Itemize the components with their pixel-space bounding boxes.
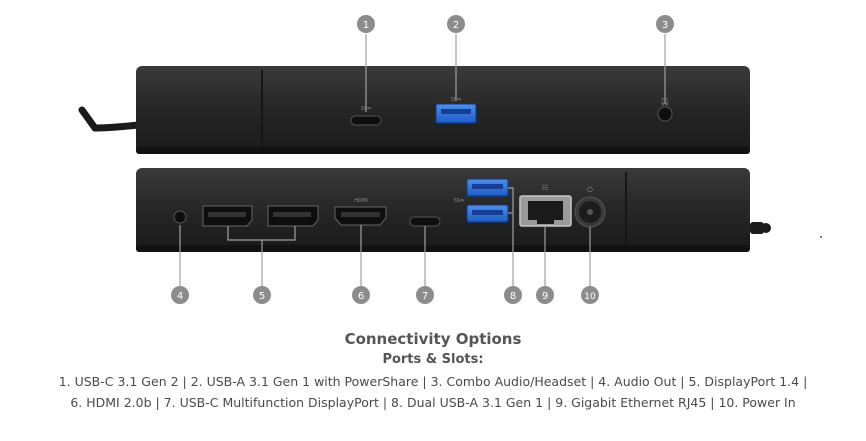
- callout-5: 5: [253, 286, 271, 304]
- network-icon: ☷: [542, 184, 548, 192]
- power-cable: [91, 121, 142, 132]
- svg-text:7: 7: [422, 291, 428, 302]
- svg-text:10: 10: [584, 292, 596, 302]
- svg-text:5: 5: [259, 291, 265, 302]
- caption-subtitle: Ports & Slots:: [382, 352, 484, 367]
- dock-back-view: HDMI SS⇋ ☷ ⏻: [136, 168, 771, 252]
- svg-text:4: 4: [177, 291, 183, 302]
- caption-title: Connectivity Options: [344, 330, 522, 348]
- usb-c-multifunction-port: [409, 216, 441, 227]
- svg-text:8: 8: [510, 291, 516, 302]
- svg-text:2: 2: [453, 20, 459, 31]
- callout-lines: [179, 34, 666, 286]
- usb-c-port: [350, 115, 382, 126]
- callout-8: 8: [504, 286, 522, 304]
- caption-ports-line-2: 6. HDMI 2.0b | 7. USB-C Multifunction Di…: [70, 395, 796, 410]
- power-icon: ⏻: [587, 186, 593, 194]
- stray-dot: [820, 236, 822, 238]
- dock-illustration: SS⇋ SS⇋ 🎧 HDMI SS⇋: [78, 15, 822, 304]
- callout-1: 1: [357, 15, 375, 33]
- callout-4: 4: [171, 286, 189, 304]
- svg-text:9: 9: [542, 291, 548, 302]
- audio-out-jack: [173, 210, 187, 224]
- svg-text:1: 1: [363, 20, 369, 31]
- callout-10: 10: [581, 286, 599, 304]
- caption-ports-line-1: 1. USB-C 3.1 Gen 2 | 2. USB-A 3.1 Gen 1 …: [58, 374, 808, 389]
- svg-text:3: 3: [662, 20, 668, 31]
- power-cable-end: [78, 106, 99, 132]
- combo-audio-jack: [657, 106, 673, 122]
- usb-pair-label: SS⇋: [454, 198, 465, 204]
- callout-3: 3: [656, 15, 674, 33]
- callout-7: 7: [416, 286, 434, 304]
- lock-slot: [750, 222, 764, 234]
- callout-circles: 1 2 3 4 5 6 7 8 9 10: [171, 15, 674, 304]
- dock-front-view: SS⇋ SS⇋ 🎧: [136, 66, 750, 154]
- callout-9: 9: [536, 286, 554, 304]
- hdmi-port-label: HDMI: [354, 198, 367, 204]
- callout-2: 2: [447, 15, 465, 33]
- callout-6: 6: [352, 286, 370, 304]
- svg-text:6: 6: [358, 291, 364, 302]
